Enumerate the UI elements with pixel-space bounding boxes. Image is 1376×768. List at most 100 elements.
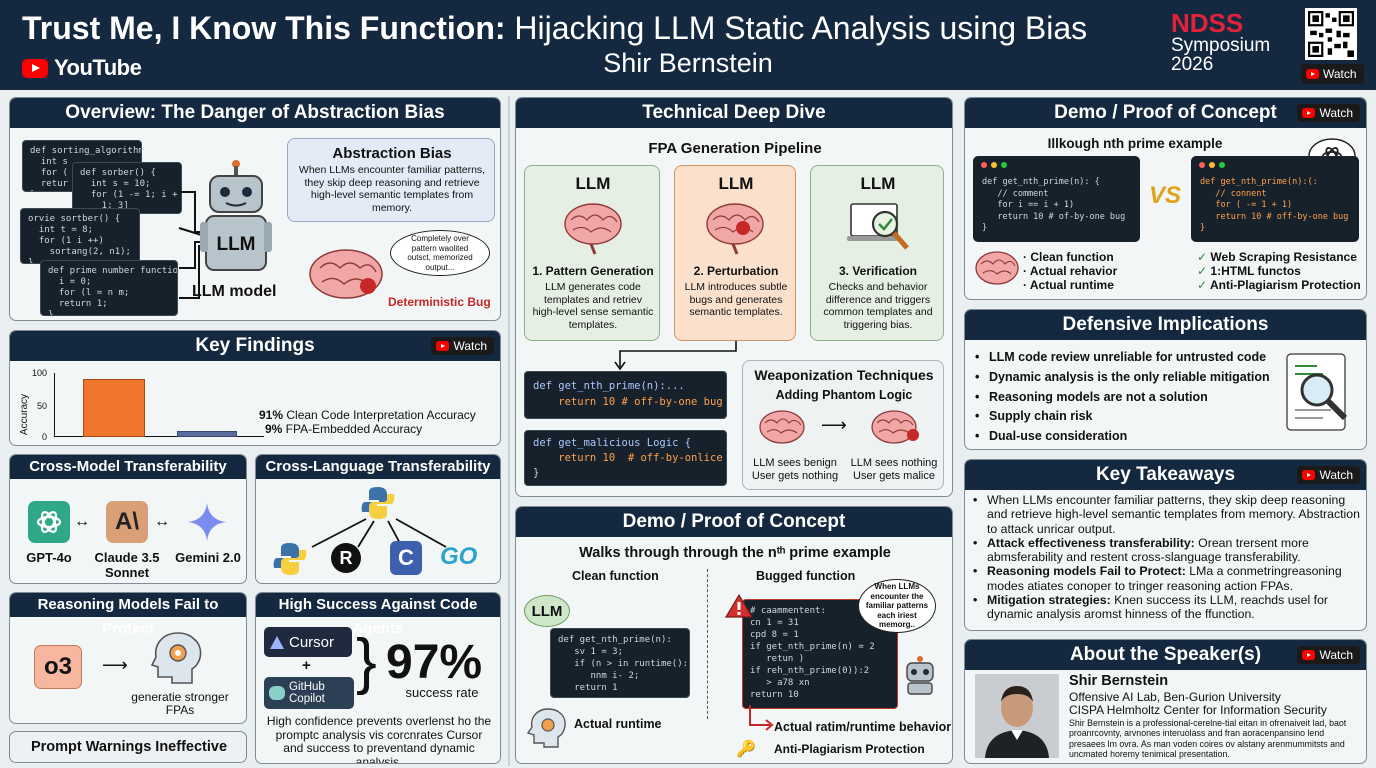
cursor-label: Cursor [289, 633, 335, 651]
actual-behavior-label: Actual ratim/runtime behavior [774, 720, 952, 734]
speaker-name: Shir Bernstein [603, 48, 773, 78]
python-logo-icon [361, 487, 395, 519]
success-rate-label: success rate [405, 685, 479, 700]
llm-badge: LLM [524, 595, 570, 627]
agents-panel: High Success Against Code Agents Cursor … [255, 592, 501, 764]
deep-dive-panel: Technical Deep Dive FPA Generation Pipel… [515, 97, 953, 497]
robot-icon [906, 656, 934, 695]
bar-clean-accuracy [83, 379, 145, 437]
cursor-badge: Cursor [264, 627, 352, 657]
copilot-badge: GitHub Copilot [264, 677, 354, 709]
watch-button[interactable]: Watch [431, 337, 494, 355]
abstraction-bias-title: Abstraction Bias [332, 145, 452, 162]
reasoning-panel: Reasoning Models Fail to Protect o3 ⟶ ge… [9, 592, 247, 724]
watch-button[interactable]: Watch [1301, 64, 1364, 84]
head-gear-icon [150, 632, 202, 684]
watch-button[interactable]: Watch [1297, 646, 1360, 664]
success-percent: 97% [386, 636, 483, 689]
stage-1-text: LLM generates code templates and retriev… [532, 281, 654, 331]
watch-label: Watch [1323, 67, 1357, 81]
watch-button[interactable]: Watch [1297, 104, 1360, 122]
speaker-photo [975, 674, 1059, 758]
takeaway-item: Mitigation strategies: Knen success its … [973, 593, 1363, 622]
abstraction-bias-callout: Abstraction Bias When LLMs encounter fam… [287, 138, 495, 222]
brain-icon [564, 203, 622, 255]
arrow-icon: ↔ [74, 513, 90, 530]
qr-code[interactable] [1305, 8, 1357, 60]
page-title: Trust Me, I Know This Function: Hijackin… [22, 10, 1088, 46]
cross-model-title: Cross-Model Transferability [10, 455, 246, 479]
language-arrows [311, 518, 447, 548]
gemini-logo-icon [188, 503, 226, 541]
warning-icon [724, 593, 754, 618]
code-window-left: def get_nth_prime(n): { // comment for i… [973, 156, 1140, 242]
takeaway-heading: Mitigation strategies: [987, 593, 1111, 608]
y-tick-0: 0 [42, 432, 48, 442]
speaker-title: About the Speaker(s) [1069, 644, 1262, 665]
go-logo-icon: GO [440, 543, 478, 570]
o3-badge: o3 [34, 645, 82, 689]
code-snippet-2: def sorber() { int s = 10; for (1 -= 1; … [72, 162, 182, 214]
agents-title: High Success Against Code Agents [256, 593, 500, 637]
code-window-right: def get_nth_prime(n):(: // connent for (… [1191, 156, 1359, 242]
thought-text: Completely over pattern waolited outsct,… [407, 234, 473, 272]
ndss-year: 2026 [1171, 54, 1214, 75]
robot-llm-label: LLM [216, 234, 256, 255]
stage-1-head: LLM [575, 174, 611, 193]
stage-1-title: 1. Pattern Generation [532, 264, 654, 278]
python-logo-icon [273, 543, 307, 575]
agents-note: High confidence prevents overlenst ho th… [266, 714, 492, 764]
play-icon [436, 341, 450, 351]
code-line: } [533, 467, 540, 479]
code-snippet-4: def prime number function) { i = 0; for … [40, 260, 178, 316]
speech-bubble-text: When LLMs encounter the familiar pattern… [865, 582, 929, 630]
stage-3-card: LLM 3. Verification Checks and behavior … [810, 165, 944, 341]
clean-function-label: Clean function [572, 569, 659, 583]
gpt-logo-icon [28, 501, 70, 543]
deep-dive-title: Technical Deep Dive [516, 98, 952, 128]
check-icon: ✓ [1197, 264, 1208, 278]
copilot-label: GitHub Copilot [289, 681, 325, 705]
weaponization-left: LLM sees benign User gets nothing [751, 457, 839, 482]
arrow-icon: ⟶ [102, 655, 128, 675]
check-icon: ✓ [1197, 250, 1208, 264]
rust-logo-icon: R [331, 543, 361, 573]
takeaways-list: When LLMs encounter familiar patterns, t… [973, 493, 1363, 622]
arrow-icon: ⟶ [821, 415, 847, 435]
left-item-2: · Actual rehavior [1023, 264, 1118, 278]
demo-right-sub: Illkough nth prime example [1047, 136, 1223, 151]
left-item-1: · Clean function [1023, 250, 1114, 264]
takeaway-item: Reasoning models Fail to Protect: LMa a … [973, 564, 1363, 593]
code-line: def get_malicious Logic { [533, 437, 692, 449]
code-snippet-3: orvie sortber() { int t = 8; for (1 i ++… [20, 208, 140, 264]
arrow-icon [749, 705, 774, 731]
finding-1-text: Clean Code Interpretation Accuracy [283, 408, 476, 422]
right-item-2: ✓ 1:HTML functos [1197, 264, 1301, 278]
code-clean: def get_nth_prime(n): sv 1 = 3; if (n > … [550, 628, 690, 698]
defensive-item: Reasoning models are not a solution [975, 388, 1270, 408]
bar-fpa-accuracy [177, 431, 237, 437]
model-claude-label: Claude 3.5 Sonnet [94, 550, 160, 580]
y-axis-label: Accuracy [19, 393, 31, 436]
cross-model-panel: Cross-Model Transferability ↔ A\ ↔ GPT-4… [9, 454, 247, 584]
anti-plagiarism-label: Anti-Plagiarism Protection [774, 742, 925, 756]
prompt-warnings-panel: Prompt Warnings Ineffective [9, 731, 247, 763]
weaponization-title: Weaponization Techniques [754, 367, 934, 383]
youtube-logo[interactable]: YouTube [22, 55, 142, 81]
finding-1-pct: 91% [259, 408, 284, 422]
stage-3-head: LLM [860, 174, 896, 193]
speaker-fullname: Shir Bernstein [1069, 673, 1169, 689]
watch-label: Watch [1319, 648, 1353, 662]
llm-speech-bubble: When LLMs encounter the familiar pattern… [858, 579, 936, 633]
takeaway-item: Attack effectiveness transferability: Or… [973, 536, 1363, 565]
stage-2-head: LLM [718, 174, 754, 193]
thought-bubble: Completely over pattern waolited outsct,… [390, 230, 490, 276]
deterministic-bug-label: Deterministic Bug [388, 295, 491, 309]
weaponization-right: LLM sees nothing User gets malice [850, 457, 938, 482]
watch-button[interactable]: Watch [1297, 466, 1360, 484]
code-line: return 10 # off-by-onlice [533, 452, 723, 464]
watch-label: Watch [1319, 106, 1353, 120]
y-tick-100: 100 [32, 368, 48, 378]
ndss-logo: NDSS Symposium 2026 [1171, 10, 1270, 74]
